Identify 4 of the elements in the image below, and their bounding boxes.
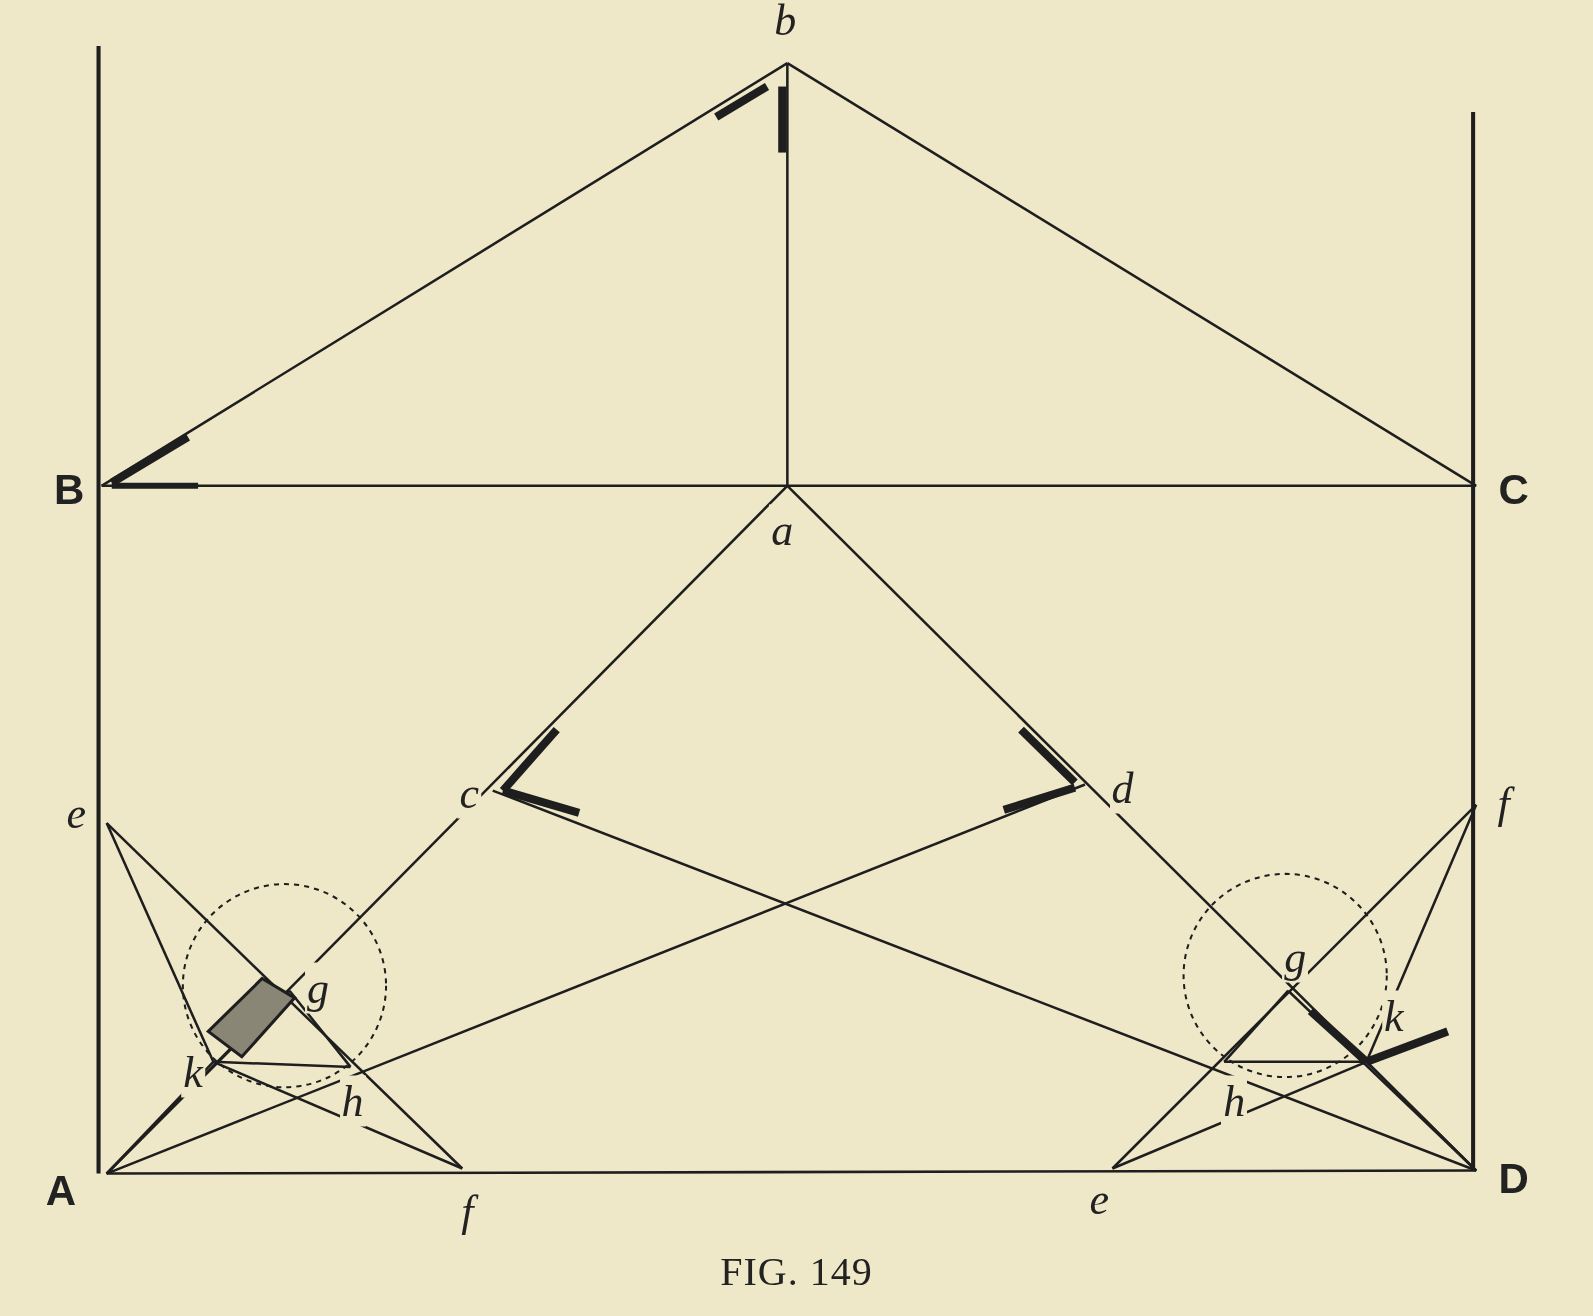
figure-caption: FIG. 149 — [720, 1248, 873, 1295]
point-label: h — [1221, 1075, 1248, 1127]
point-label: h — [339, 1075, 366, 1127]
point-label: g — [305, 962, 331, 1014]
